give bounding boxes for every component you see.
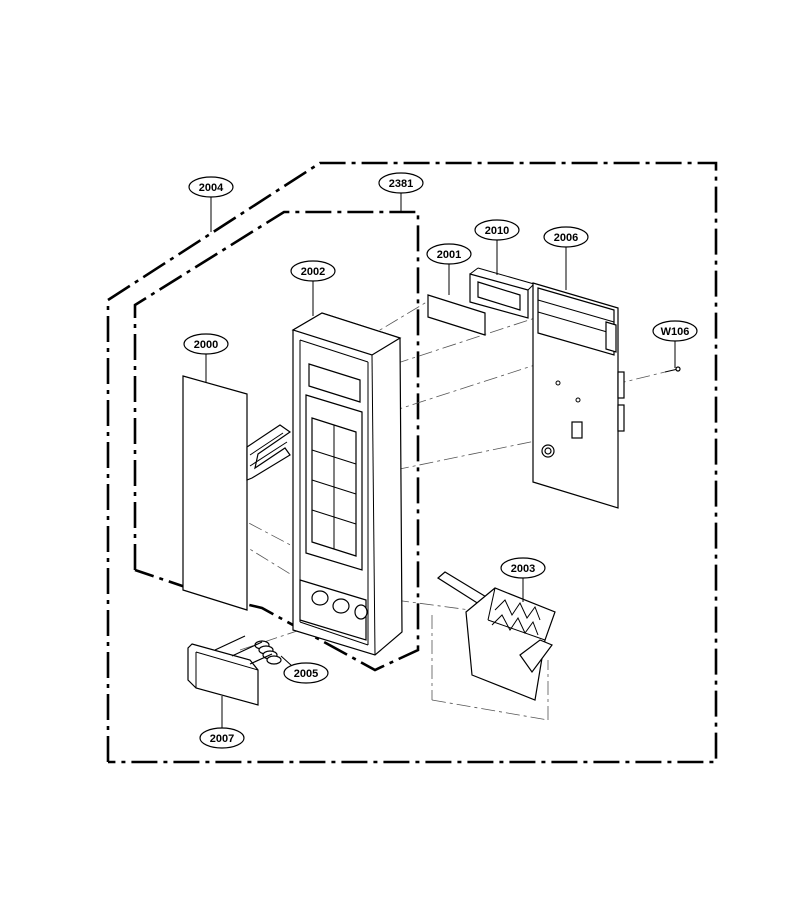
callout-2005: 2005 [283,662,329,684]
part-2001-display-filter [427,294,486,336]
part-2010-display-holder [469,267,535,319]
callout-2000: 2000 [183,333,229,355]
callout-label: 2004 [199,182,224,194]
callout-label: 2000 [194,339,218,351]
part-2003-latch-lever [436,571,556,701]
callout-2002: 2002 [290,260,336,282]
callout-2006: 2006 [543,226,589,248]
callout-label: 2010 [485,225,509,237]
part-2007-push-button [187,635,273,706]
callout-label: 2001 [437,249,461,261]
callout-label: 2005 [294,668,318,680]
callout-2003: 2003 [500,557,546,579]
callout-w106: W106 [652,320,698,342]
outer-assembly-boundary [106,161,718,764]
callout-2004: 2004 [188,176,234,198]
callout-2007: 2007 [199,727,245,749]
part-w106-screw [664,366,681,373]
callout-2381: 2381 [378,172,424,194]
callout-label: 2007 [210,733,234,745]
callout-2001: 2001 [426,243,472,265]
callout-2010: 2010 [474,219,520,241]
callout-label: 2002 [301,266,325,278]
part-2002-control-panel [291,312,403,656]
callout-label: 2006 [554,232,578,244]
callout-label: 2003 [511,563,535,575]
callout-label: W106 [661,326,690,338]
callout-label: 2381 [389,178,413,190]
part-2006-pcb-assembly [532,282,625,509]
part-2000-membrane-sheet [182,375,292,611]
leader-lines [205,193,676,728]
